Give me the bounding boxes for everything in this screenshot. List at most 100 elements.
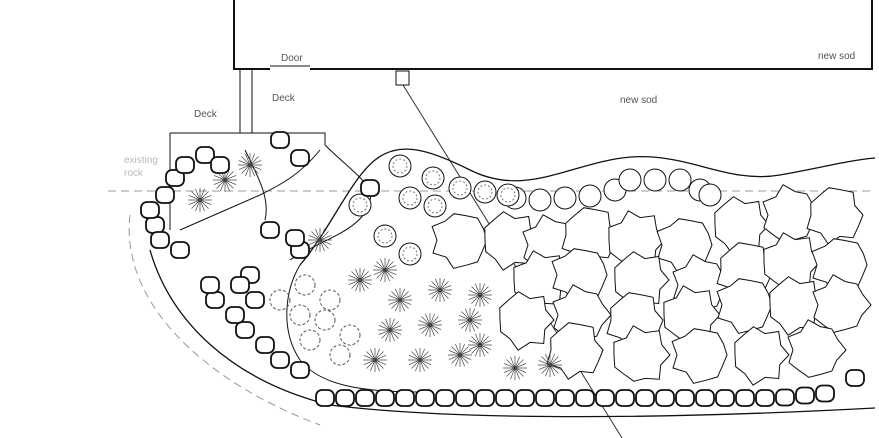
house-outline — [233, 0, 873, 70]
groundcover-symbol — [299, 329, 321, 351]
boulder — [150, 231, 170, 249]
perennial-symbol — [418, 313, 442, 337]
shrub-circle — [448, 176, 472, 200]
existing-rock-label-1: existing — [124, 155, 158, 166]
perennial-symbol — [428, 278, 452, 302]
perennial-symbol — [308, 228, 332, 252]
shrub-circle — [496, 183, 520, 207]
boulder — [210, 156, 230, 174]
boulder — [270, 351, 290, 369]
boulder — [270, 131, 290, 149]
groundcover-symbol — [294, 274, 316, 296]
boulder — [495, 389, 515, 407]
shrub-circle-inner — [427, 198, 443, 214]
boulder-edging-group — [140, 131, 865, 407]
boulder — [675, 389, 695, 407]
shrub-circle-group — [348, 154, 722, 266]
shrub-circle — [423, 194, 447, 218]
boulder — [415, 389, 435, 407]
shrub-circle — [618, 168, 642, 192]
groundcover-symbol — [339, 324, 361, 346]
shrub-circle-inner — [392, 158, 408, 174]
shrub-circle — [668, 168, 692, 192]
perennial-symbol — [468, 283, 492, 307]
groundcover-symbol — [289, 304, 311, 326]
boulder — [595, 389, 615, 407]
boulder — [155, 186, 175, 204]
tree-symbol — [613, 325, 671, 382]
perennial-symbol — [378, 318, 402, 342]
bed-top-edge — [299, 148, 876, 266]
boulder — [395, 389, 415, 407]
perennial-symbol — [458, 308, 482, 332]
utility-box — [395, 70, 410, 86]
tree-symbol — [806, 187, 864, 245]
boulder — [575, 389, 595, 407]
perennial-symbol — [238, 153, 262, 177]
tree-symbol — [762, 184, 822, 243]
deck-lower-label: Deck — [194, 109, 218, 120]
boulder — [195, 146, 215, 164]
boulder — [455, 389, 475, 407]
boulder — [200, 276, 220, 294]
boulder — [655, 389, 675, 407]
shrub-circle — [578, 184, 602, 208]
outer-dashed-edge — [128, 214, 321, 426]
boulder — [225, 306, 245, 324]
boulder — [775, 388, 795, 407]
perennial-symbol — [213, 168, 237, 192]
shrub-circle-inner — [452, 180, 468, 196]
perennial-symbol — [188, 188, 212, 212]
shrub-circle-inner — [352, 197, 368, 213]
tree-symbol — [812, 274, 872, 333]
boulder — [695, 389, 715, 407]
shrub-circle-inner — [500, 187, 516, 203]
boulder — [205, 291, 225, 309]
boulder — [635, 389, 655, 407]
boulder — [360, 179, 380, 197]
bed-inner-edge — [286, 264, 421, 393]
boulder — [230, 276, 250, 294]
boulder — [315, 389, 335, 407]
boulder — [235, 321, 255, 339]
boulder — [375, 389, 395, 407]
shrub-circle-inner — [425, 170, 441, 186]
shrub-circle — [553, 186, 577, 210]
shrub-circle — [698, 183, 722, 207]
perennial-symbol — [388, 288, 412, 312]
tree-symbol — [734, 326, 790, 386]
bed-bottom-edge — [149, 249, 876, 418]
boulder — [555, 389, 575, 407]
boulder — [735, 389, 755, 407]
perennial-symbol — [503, 356, 527, 380]
tree-symbol — [499, 291, 555, 351]
boulder — [260, 221, 280, 239]
shrub-circle — [643, 168, 667, 192]
tree-symbol — [431, 213, 488, 269]
boulder — [175, 156, 195, 174]
shrub-circle — [398, 242, 422, 266]
boulder — [140, 201, 160, 219]
perennial-symbol — [538, 353, 562, 377]
boulder — [245, 291, 265, 309]
shrub-circle — [388, 154, 412, 178]
boulder — [795, 386, 815, 405]
shrub-circle — [348, 193, 372, 217]
boulder — [170, 241, 190, 259]
boulder — [290, 149, 310, 167]
sod-right-label: new sod — [818, 51, 855, 62]
boulder — [435, 389, 455, 407]
groundcover-symbol — [269, 289, 291, 311]
groundcover-symbol — [314, 309, 336, 331]
tree-symbol — [787, 319, 847, 378]
deck-upper-label: Deck — [272, 93, 296, 104]
perennial-symbol — [373, 258, 397, 282]
boulder — [290, 361, 310, 379]
boulder — [535, 389, 555, 407]
shrub-circle-inner — [402, 190, 418, 206]
boulder — [815, 384, 835, 403]
boulder — [165, 169, 185, 187]
groundcover-symbol — [329, 344, 351, 366]
perennial-group — [188, 153, 562, 380]
